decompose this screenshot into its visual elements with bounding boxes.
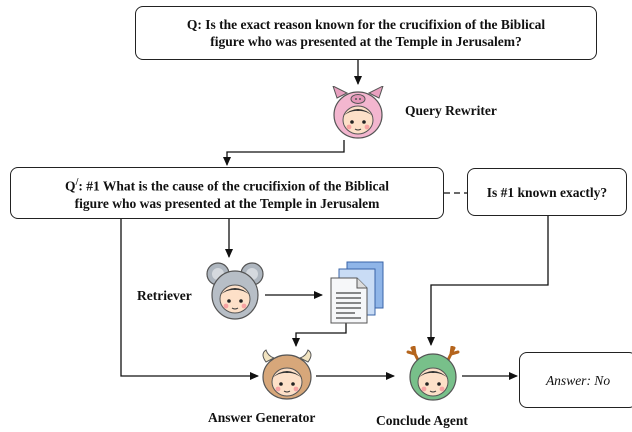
retriever-label: Retriever: [137, 288, 192, 303]
known-check-text: Is #1 known exactly?: [486, 184, 608, 200]
rewritten-line1: : #1 What is the cause of the crucifixio…: [78, 178, 389, 194]
question-prefix: Q: [186, 17, 198, 32]
question-line1: : Is the exact reason known for the cruc…: [197, 17, 546, 32]
answer-text: Answer: No: [545, 372, 611, 388]
rewritten-prefix: Q: [65, 178, 76, 194]
rewritten-line2: figure who was presented at the Temple i…: [74, 195, 380, 211]
rewritten-question-box: Q/: #1 What is the cause of the crucifix…: [10, 167, 444, 219]
arrow-rewriter-to-rewritten: [223, 140, 345, 166]
question-line2: figure who was presented at the Temple i…: [210, 34, 522, 49]
documents-icon: [330, 261, 384, 324]
ox-agent-icon: [262, 349, 312, 400]
mouse-agent-icon: [206, 262, 264, 320]
dragon-agent-icon: [406, 346, 460, 401]
known-check-box: Is #1 known exactly?: [467, 168, 627, 216]
rewritten-prime: /: [75, 177, 79, 189]
query-rewriter-label: Query Rewriter: [405, 103, 497, 118]
question-box: Q: Is the exact reason known for the cru…: [135, 6, 597, 60]
arrow-documents-to-generator: [292, 323, 347, 347]
pig-agent-icon: [332, 86, 384, 139]
answer-box: Answer: No: [519, 352, 632, 408]
arrow-known-to-conclude: [427, 216, 549, 346]
conclude-agent-label: Conclude Agent: [376, 413, 468, 428]
arrow-rewritten-to-generator: [120, 219, 259, 380]
answer-generator-label: Answer Generator: [208, 410, 316, 425]
